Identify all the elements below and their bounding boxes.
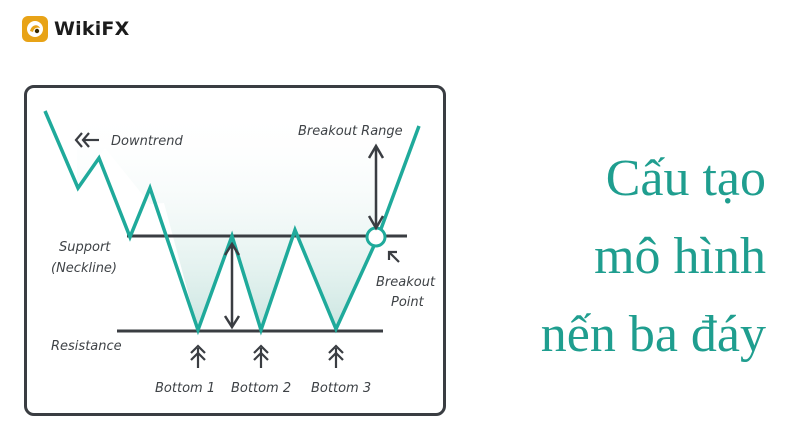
label-support: Support bbox=[59, 240, 111, 255]
label-resistance: Resistance bbox=[51, 339, 122, 354]
page-title: Cấu tạo mô hình nến ba đáy bbox=[436, 140, 766, 374]
title-line-2: mô hình bbox=[594, 228, 766, 285]
label-bottom2: Bottom 2 bbox=[231, 381, 291, 396]
breakout-point-pointer-icon bbox=[387, 250, 400, 263]
label-breakout: Breakout bbox=[376, 275, 436, 290]
wikifx-logo-icon bbox=[22, 16, 48, 42]
breakout-point-marker bbox=[365, 226, 387, 248]
label-neckline: (Neckline) bbox=[51, 261, 117, 276]
brand-name: WikiFX bbox=[54, 18, 130, 40]
breakout-range-arrow bbox=[367, 143, 385, 231]
triple-bottom-diagram: Downtrend Breakout Range Support (Neckli… bbox=[24, 85, 446, 416]
label-downtrend: Downtrend bbox=[111, 134, 184, 149]
label-bottom1: Bottom 1 bbox=[155, 381, 215, 396]
title-line-3: nến ba đáy bbox=[540, 306, 766, 363]
label-point: Point bbox=[391, 295, 425, 310]
bottom3-arrow-icon bbox=[328, 344, 344, 368]
bottom2-arrow-icon bbox=[253, 344, 269, 368]
bottom1-arrow-icon bbox=[190, 344, 206, 368]
price-path bbox=[43, 110, 421, 336]
title-line-1: Cấu tạo bbox=[605, 150, 766, 207]
label-breakout-range: Breakout Range bbox=[298, 124, 403, 139]
brand-logo: WikiFX bbox=[22, 14, 129, 44]
pattern-fill-area bbox=[77, 108, 378, 330]
pattern-height-arrow bbox=[223, 241, 241, 330]
downtrend-arrow-icon bbox=[74, 132, 99, 148]
diagram-svg: Downtrend Breakout Range Support (Neckli… bbox=[43, 108, 436, 396]
label-bottom3: Bottom 3 bbox=[311, 381, 371, 396]
